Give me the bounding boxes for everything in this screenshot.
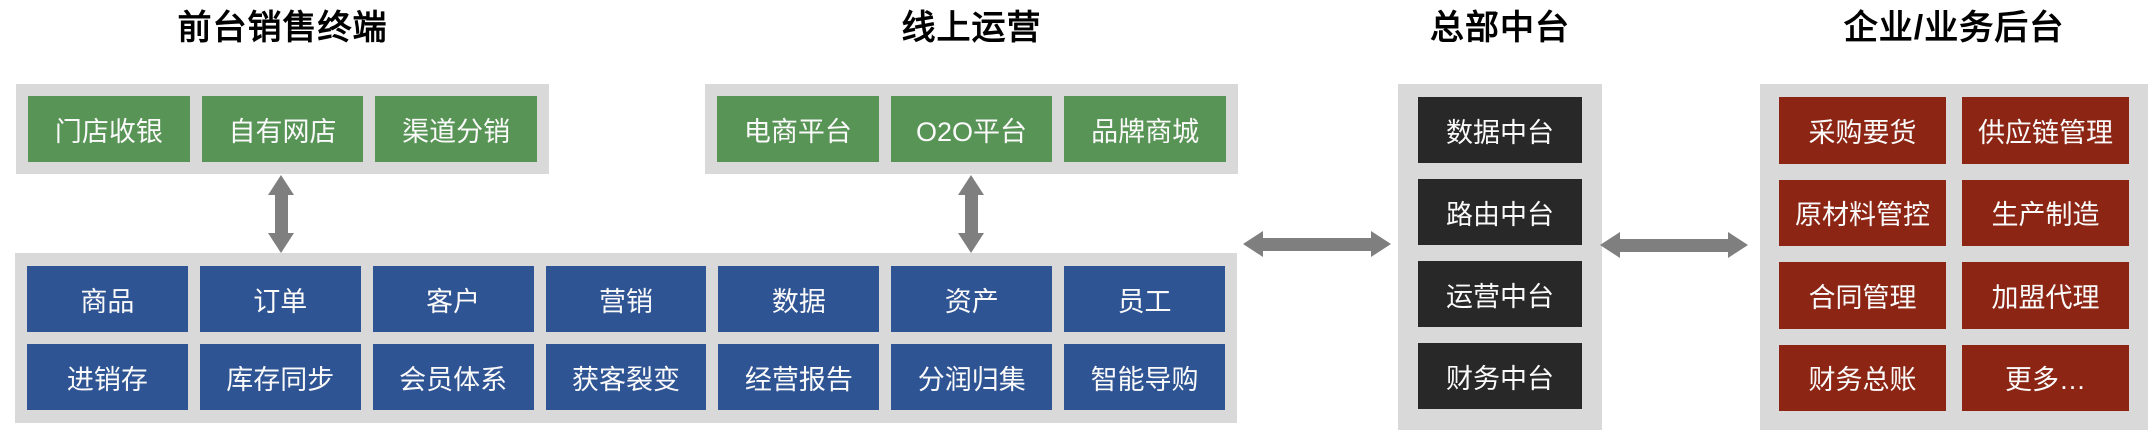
backend-item: 合同管理 xyxy=(1779,262,1946,329)
capability-item: 员工 xyxy=(1064,266,1225,332)
double-arrow-midplatform-backend-icon xyxy=(1600,232,1748,258)
arrowhead-right-icon xyxy=(1728,232,1748,258)
capability-item: 资产 xyxy=(891,266,1053,332)
backend-item: 更多… xyxy=(1962,344,2129,411)
capability-item: 分润归集 xyxy=(891,344,1053,410)
backend-title: 企业/业务后台 xyxy=(1843,9,2065,47)
mid-platform-item: 数据中台 xyxy=(1418,97,1582,163)
online-ops-title: 线上运营 xyxy=(901,9,1042,47)
front-terminal-item: 自有网店 xyxy=(201,96,364,162)
capability-platform-panel: 商品 订单 客户 营销 数据 资产 员工 进销存 库存同步 会员体系 获客裂变 … xyxy=(15,253,1237,423)
arrowhead-up-icon xyxy=(268,175,294,195)
backend-item: 财务总账 xyxy=(1779,344,1946,411)
arrow-shaft xyxy=(1263,237,1371,251)
arrowhead-up-icon xyxy=(958,175,984,195)
arrowhead-left-icon xyxy=(1243,231,1263,257)
backend-panel: 采购要货 供应链管理 原材料管控 生产制造 合同管理 加盟代理 财务总账 更多… xyxy=(1760,84,2148,430)
capability-item: 库存同步 xyxy=(199,344,361,410)
arrowhead-left-icon xyxy=(1600,232,1620,258)
capability-item: 智能导购 xyxy=(1064,344,1225,410)
online-ops-item: O2O平台 xyxy=(890,96,1053,162)
arrowhead-down-icon xyxy=(268,233,294,253)
arrowhead-down-icon xyxy=(958,233,984,253)
backend-item: 加盟代理 xyxy=(1962,262,2129,329)
backend-item: 供应链管理 xyxy=(1962,97,2129,164)
capability-item: 获客裂变 xyxy=(545,344,707,410)
capability-item: 会员体系 xyxy=(372,344,534,410)
backend-item: 生产制造 xyxy=(1962,179,2129,246)
arrow-shaft xyxy=(274,195,288,233)
arrow-shaft xyxy=(1620,238,1728,252)
online-ops-item: 电商平台 xyxy=(717,96,879,162)
capability-item: 订单 xyxy=(199,266,361,332)
mid-platform-title: 总部中台 xyxy=(1430,9,1570,47)
capability-item: 数据 xyxy=(718,266,880,332)
arrowhead-right-icon xyxy=(1371,231,1391,257)
front-terminal-item: 门店收银 xyxy=(28,96,190,162)
capability-item: 营销 xyxy=(545,266,707,332)
front-terminal-title: 前台销售终端 xyxy=(177,9,388,47)
front-terminal-panel: 门店收银 自有网店 渠道分销 xyxy=(16,84,549,174)
capability-item: 客户 xyxy=(372,266,534,332)
backend-item: 原材料管控 xyxy=(1779,179,1946,246)
backend-item: 采购要货 xyxy=(1779,97,1946,164)
capability-item: 商品 xyxy=(27,266,188,332)
online-ops-item: 品牌商城 xyxy=(1064,96,1227,162)
mid-platform-item: 运营中台 xyxy=(1418,261,1582,327)
capability-item: 经营报告 xyxy=(718,344,880,410)
front-terminal-item: 渠道分销 xyxy=(375,96,538,162)
mid-platform-item: 路由中台 xyxy=(1418,179,1582,245)
arrow-shaft xyxy=(964,195,978,233)
capability-item: 进销存 xyxy=(27,344,188,410)
double-arrow-capability-midplatform-icon xyxy=(1243,231,1391,257)
online-ops-panel: 电商平台 O2O平台 品牌商城 xyxy=(705,84,1238,174)
double-arrow-front-capability-icon xyxy=(268,175,294,253)
mid-platform-panel: 数据中台 路由中台 运营中台 财务中台 xyxy=(1398,84,1602,430)
double-arrow-online-capability-icon xyxy=(958,175,984,253)
mid-platform-item: 财务中台 xyxy=(1418,343,1582,409)
